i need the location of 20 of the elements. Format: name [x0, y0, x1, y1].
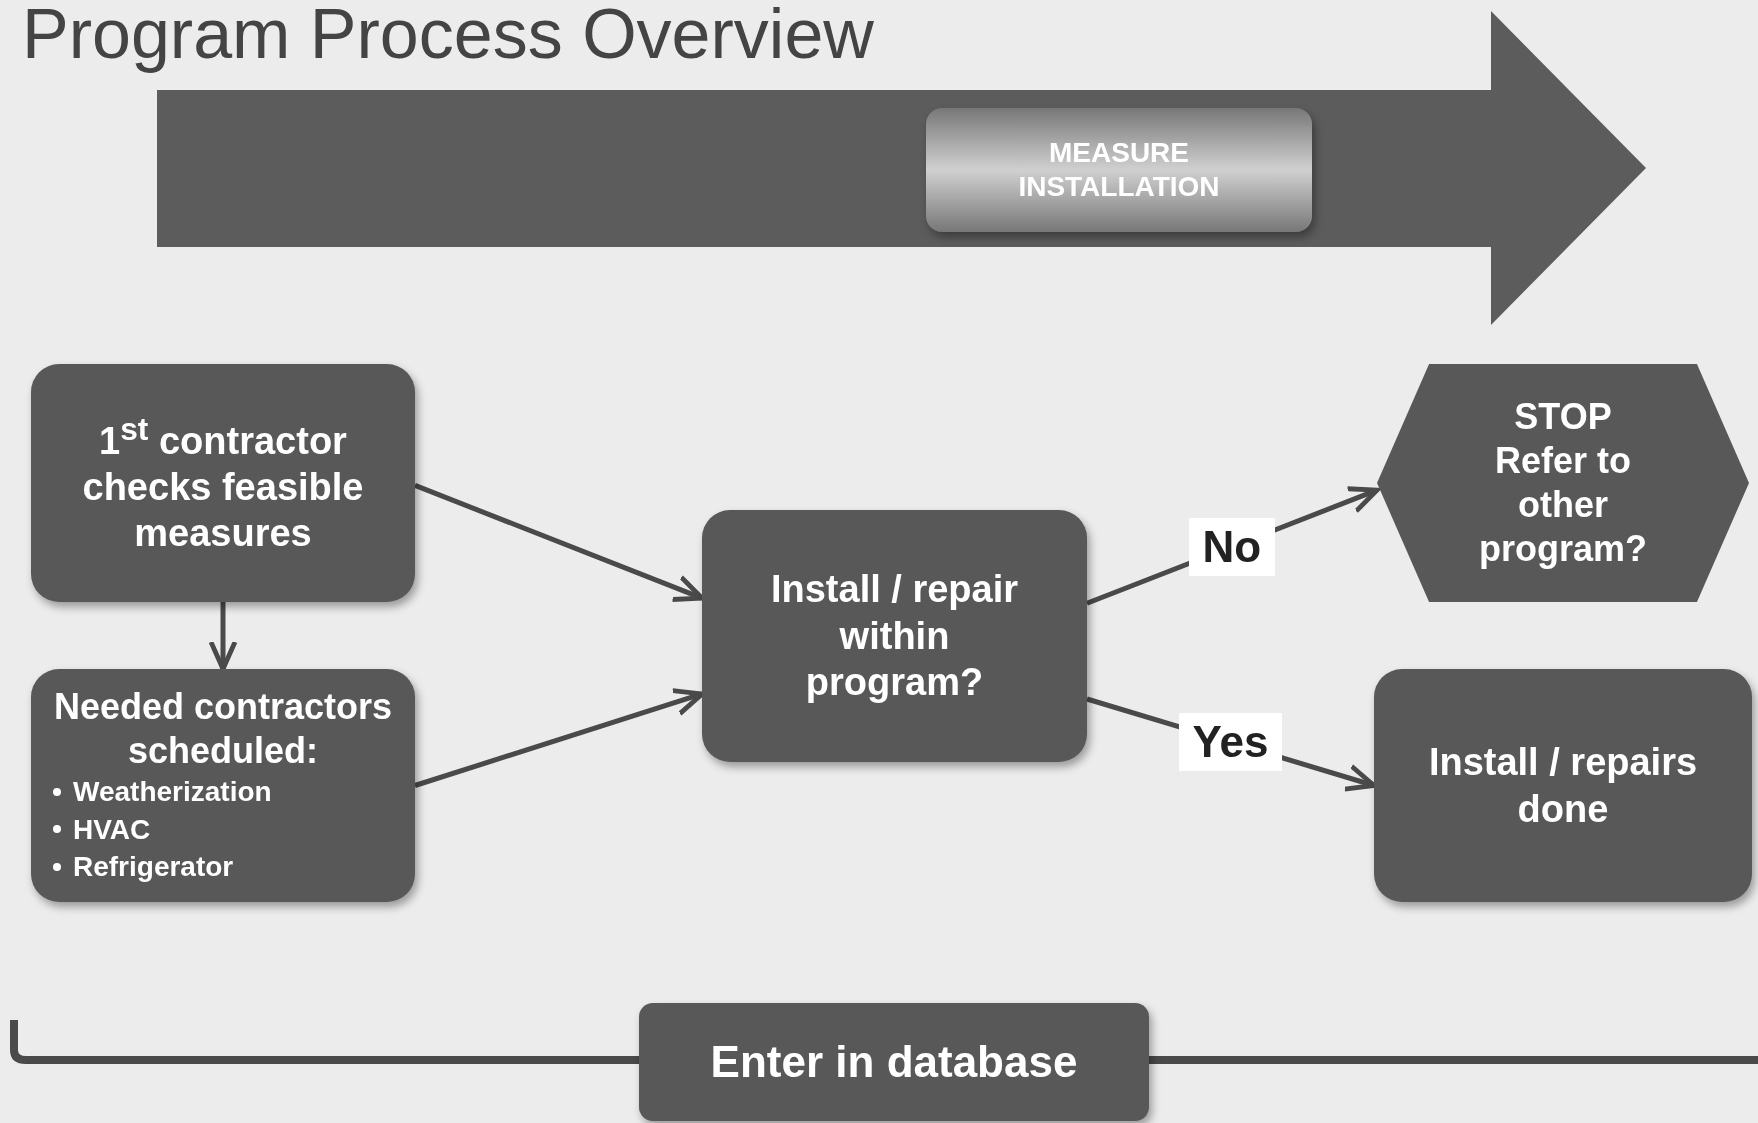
bullet-item: HVAC: [73, 812, 151, 847]
edge-label: No: [1188, 517, 1276, 576]
bullet-item: Weatherization: [73, 774, 272, 809]
process-box: [1374, 669, 1752, 902]
node-text: Install / repair within program?: [769, 567, 1020, 706]
database-box: [639, 1003, 1149, 1121]
arrow: [208, 602, 238, 672]
node-text: Enter in database: [710, 1036, 1078, 1089]
decision-box: [702, 510, 1087, 762]
process-box: [31, 364, 415, 602]
node-text: Install / repairs done: [1427, 740, 1699, 832]
node-text: MEASURE INSTALLATION: [1017, 135, 1221, 204]
node-text: Needed contractors scheduled:: [52, 684, 394, 773]
measure-box: [926, 108, 1312, 232]
bullet-item: Refrigerator: [73, 850, 234, 885]
title: Program Process Overview: [22, 0, 874, 74]
node-text: STOP Refer to other program?: [1478, 395, 1648, 571]
edge-label: Yes: [1178, 713, 1283, 772]
process-box: [31, 669, 415, 902]
node-text: 1$^{st}$ contractor checks feasible measures: [81, 409, 365, 556]
